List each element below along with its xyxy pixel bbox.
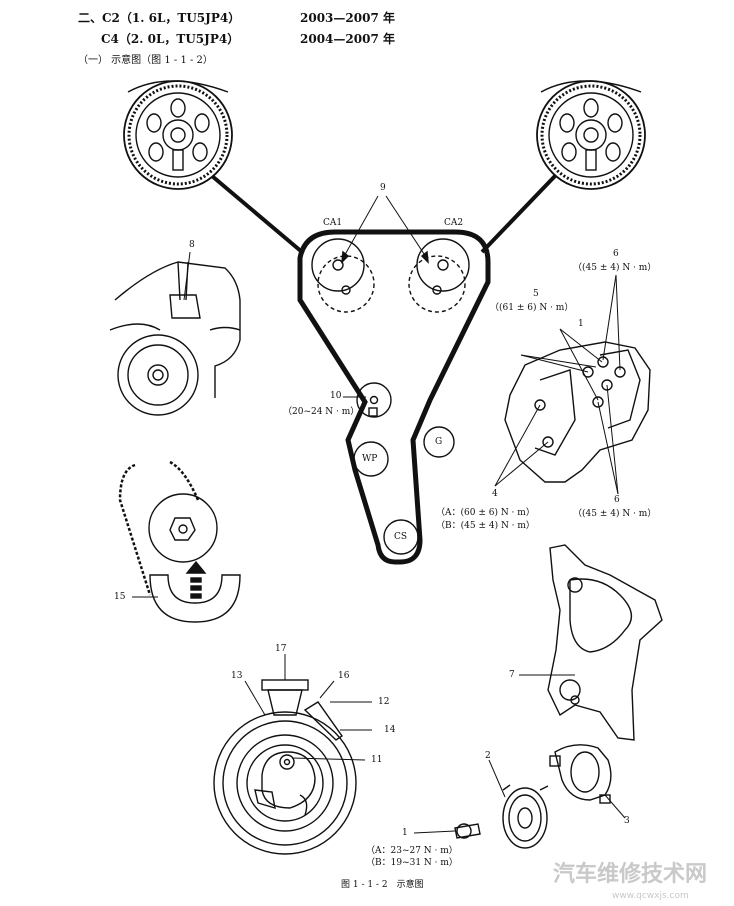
tensioner-detail xyxy=(213,654,372,855)
label-2: 2 xyxy=(485,751,491,761)
torque-1b: （B：19~31 N · m） xyxy=(366,858,458,868)
label-6-bottom: 6 xyxy=(614,495,620,505)
torque-5: （(61 ± 6) N · m） xyxy=(490,303,574,313)
crank-locking-tool-detail xyxy=(118,460,241,623)
label-16: 16 xyxy=(338,671,350,681)
torque-4b: （B：(45 ± 4) N · m） xyxy=(436,521,535,531)
pulley-ca2 xyxy=(408,238,470,313)
label-7: 7 xyxy=(509,670,515,680)
tensioner-pulley xyxy=(356,382,392,418)
label-9: 9 xyxy=(380,183,386,193)
label-13: 13 xyxy=(231,671,243,681)
label-4: 4 xyxy=(492,489,498,499)
label-ca2: CA2 xyxy=(444,218,464,228)
label-ca1: CA1 xyxy=(323,218,343,228)
camshaft-gear-detail-right xyxy=(536,80,646,190)
timing-cover xyxy=(519,544,663,741)
label-1-mount: 1 xyxy=(578,319,584,329)
engine-mount-bracket xyxy=(494,274,651,495)
header-line1-model: 二、C2（1. 6L，TU5JP4） xyxy=(78,11,241,25)
figure-caption: 图 1 - 1 - 2 示意图 xyxy=(341,880,424,890)
watermark-url: www.qcwxjs.com xyxy=(612,891,689,901)
engine-detail-pin xyxy=(109,251,241,416)
watermark-title: 汽车维修技术网 xyxy=(553,862,708,887)
pulley-wp xyxy=(353,441,389,477)
label-3: 3 xyxy=(624,816,630,826)
torque-1a: （A：23~27 N · m） xyxy=(366,846,458,856)
label-12: 12 xyxy=(378,697,390,707)
timing-belt xyxy=(297,229,491,565)
label-cs: CS xyxy=(394,532,408,542)
header-line1-years: 2003—2007 年 xyxy=(300,11,395,25)
header-line2-model: C4（2. 0L，TU5JP4） xyxy=(101,32,240,46)
torque-4a: （A：(60 ± 6) N · m） xyxy=(436,508,535,518)
camshaft-gear-detail-left xyxy=(123,80,233,190)
pulley-cs xyxy=(383,519,419,555)
section-title: （一） 示意图（图 1 - 1 - 2） xyxy=(78,55,213,66)
label-6-top: 6 xyxy=(613,249,619,259)
label-10: 10 xyxy=(330,391,342,401)
crank-pulley-assembly xyxy=(413,744,626,849)
label-11: 11 xyxy=(371,755,383,765)
label-14: 14 xyxy=(384,725,396,735)
label-5: 5 xyxy=(533,289,539,299)
label-1-bolt: 1 xyxy=(402,828,408,838)
label-g: G xyxy=(435,437,443,447)
label-8: 8 xyxy=(189,240,195,250)
pulley-ca1 xyxy=(311,238,375,313)
label-15: 15 xyxy=(114,592,126,602)
torque-6-top: （(45 ± 4) N · m） xyxy=(573,263,657,273)
label-17: 17 xyxy=(275,644,287,654)
header-line2-years: 2004—2007 年 xyxy=(300,32,395,46)
torque-6-bottom: （(45 ± 4) N · m） xyxy=(573,509,657,519)
pulley-g xyxy=(423,426,455,458)
torque-10: （20~24 N · m） xyxy=(283,407,360,417)
label-wp: WP xyxy=(362,454,378,464)
